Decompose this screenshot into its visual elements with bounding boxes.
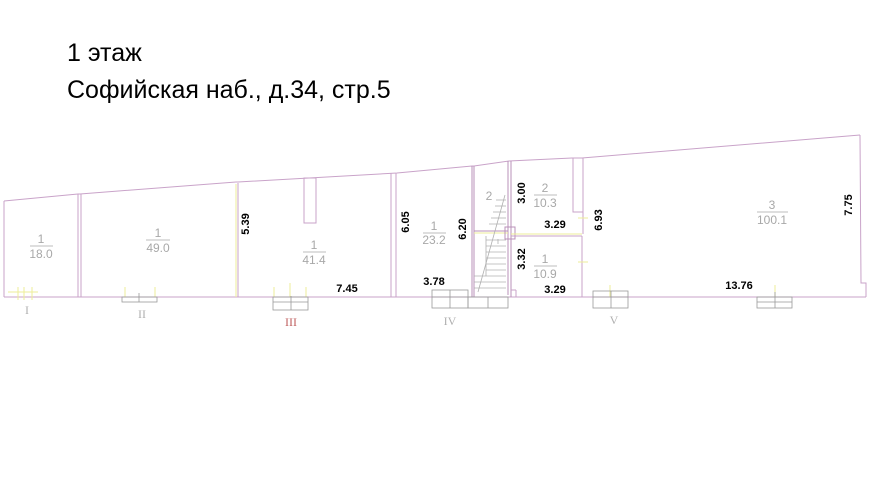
dimension-label: 3.00 (516, 182, 528, 203)
room-label-3: 1 41.4 (302, 238, 326, 267)
svg-text:1: 1 (38, 232, 45, 246)
room-label-2: 1 49.0 (146, 226, 170, 255)
entrance-door-hall[interactable] (756, 292, 793, 309)
svg-text:1: 1 (155, 226, 162, 240)
entrance-label-II: II (138, 307, 146, 321)
svg-text:2: 2 (486, 189, 493, 203)
entrance-door-III[interactable] (272, 296, 309, 311)
svg-text:1: 1 (431, 219, 438, 233)
entrance-door-IV[interactable] (431, 289, 509, 309)
dimension-label: 3.29 (544, 284, 565, 296)
dimension-label: 13.76 (725, 280, 753, 292)
room-label-6: 1 10.9 (533, 252, 557, 281)
stair-diagonal (477, 194, 506, 293)
dimension-label: 7.75 (843, 194, 855, 215)
entrance-label-III: III (285, 315, 297, 329)
door-jamb (504, 226, 516, 240)
column (303, 177, 317, 224)
outer-wall-top (3, 134, 861, 202)
entrance-label-IV: IV (444, 314, 457, 328)
floor-title: 1 этаж (67, 39, 142, 67)
svg-text:2: 2 (542, 181, 549, 195)
dimension-label: 5.39 (240, 213, 252, 234)
dimension-label: 3.78 (423, 276, 444, 288)
room-label-stair: 2 (486, 189, 493, 203)
entrance-label-V: V (610, 313, 619, 327)
svg-text:3: 3 (769, 198, 776, 212)
svg-text:18.0: 18.0 (29, 247, 53, 261)
room-label-5: 2 10.3 (533, 181, 557, 210)
entrance-door-II[interactable] (121, 293, 158, 303)
svg-text:10.3: 10.3 (533, 196, 557, 210)
dimension-label: 6.93 (593, 209, 605, 230)
outer-wall-right (859, 134, 867, 297)
column (572, 157, 584, 213)
svg-text:100.1: 100.1 (757, 213, 787, 227)
room-label-4: 1 23.2 (422, 219, 446, 247)
dimension-label: 7.45 (336, 283, 357, 295)
svg-text:23.2: 23.2 (422, 233, 446, 247)
dimension-label: 3.32 (516, 248, 528, 269)
entrance-door-V[interactable] (592, 290, 629, 309)
svg-text:1: 1 (311, 238, 318, 252)
dimension-label: 6.05 (400, 211, 412, 232)
room-label-1: 1 18.0 (29, 232, 53, 261)
address-title: Софийская наб., д.34, стр.5 (67, 76, 391, 104)
entrance-label-I: I (25, 303, 29, 317)
svg-text:10.9: 10.9 (533, 267, 557, 281)
room-label-7: 3 100.1 (757, 198, 788, 227)
dimension-label: 6.20 (457, 218, 469, 239)
stair-steps (474, 199, 506, 289)
dimension-label: 3.29 (544, 219, 565, 231)
svg-text:41.4: 41.4 (302, 253, 326, 267)
svg-text:49.0: 49.0 (146, 241, 170, 255)
svg-text:1: 1 (542, 252, 549, 266)
